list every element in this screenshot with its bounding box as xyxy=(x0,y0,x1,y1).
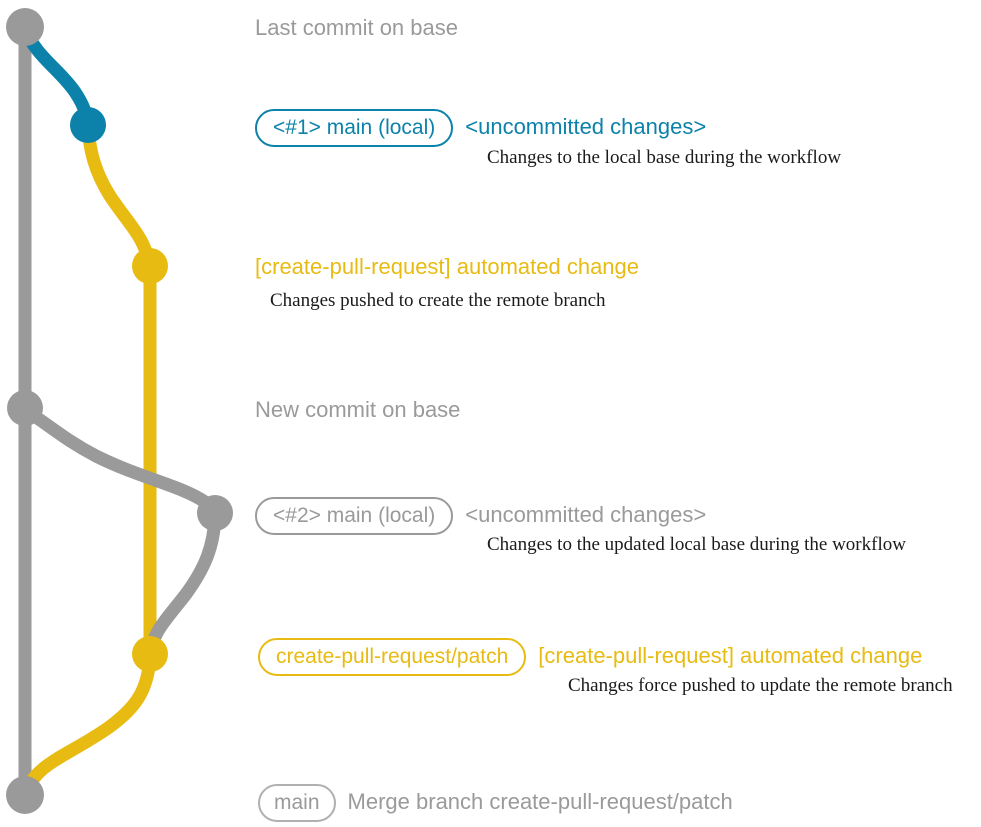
row-merge: main Merge branch create-pull-request/pa… xyxy=(258,784,733,822)
commit-node-merge[interactable] xyxy=(6,776,44,814)
edge-patch2-to-merge xyxy=(18,650,157,800)
commit-node-local-2[interactable] xyxy=(197,495,233,531)
commit-subject-merge: Merge branch create-pull-request/patch xyxy=(347,789,733,814)
row-automated-change-2: create-pull-request/patch [create-pull-r… xyxy=(258,638,922,676)
commit-node-patch-2[interactable] xyxy=(132,636,168,672)
note-local-1: Changes to the local base during the wor… xyxy=(487,147,842,168)
branch-pill-main-local-1[interactable]: <#1> main (local) xyxy=(255,109,454,147)
commit-node-last-base[interactable] xyxy=(6,8,44,46)
row-local-1: <#1> main (local) <uncommitted changes> xyxy=(255,109,706,147)
commit-subject-local-2: <uncommitted changes> xyxy=(465,502,707,527)
edge-local1-to-patch1 xyxy=(81,121,157,273)
note-local-2: Changes to the updated local base during… xyxy=(487,534,906,555)
commit-subject-automated-change-2: [create-pull-request] automated change xyxy=(538,643,923,668)
branch-pill-main[interactable]: main xyxy=(258,784,336,822)
commit-node-new-base[interactable] xyxy=(7,390,43,426)
branch-pill-create-pull-request-patch[interactable]: create-pull-request/patch xyxy=(258,638,527,676)
commit-node-patch-1[interactable] xyxy=(132,248,168,284)
headline-new-commit-on-base: New commit on base xyxy=(255,397,461,422)
commit-node-local-1[interactable] xyxy=(70,107,106,143)
headline-last-commit-on-base: Last commit on base xyxy=(255,15,458,40)
branch-pill-main-local-2[interactable]: <#2> main (local) xyxy=(255,497,454,535)
row-local-2: <#2> main (local) <uncommitted changes> xyxy=(255,497,706,535)
commit-subject-local-1: <uncommitted changes> xyxy=(465,114,707,139)
edge-base2-to-side xyxy=(18,403,222,520)
note-automated-change-2: Changes force pushed to update the remot… xyxy=(568,675,953,696)
note-automated-change-1: Changes pushed to create the remote bran… xyxy=(270,290,606,311)
headline-automated-change-1: [create-pull-request] automated change xyxy=(255,254,640,279)
edge-side-to-patch2 xyxy=(143,509,222,661)
